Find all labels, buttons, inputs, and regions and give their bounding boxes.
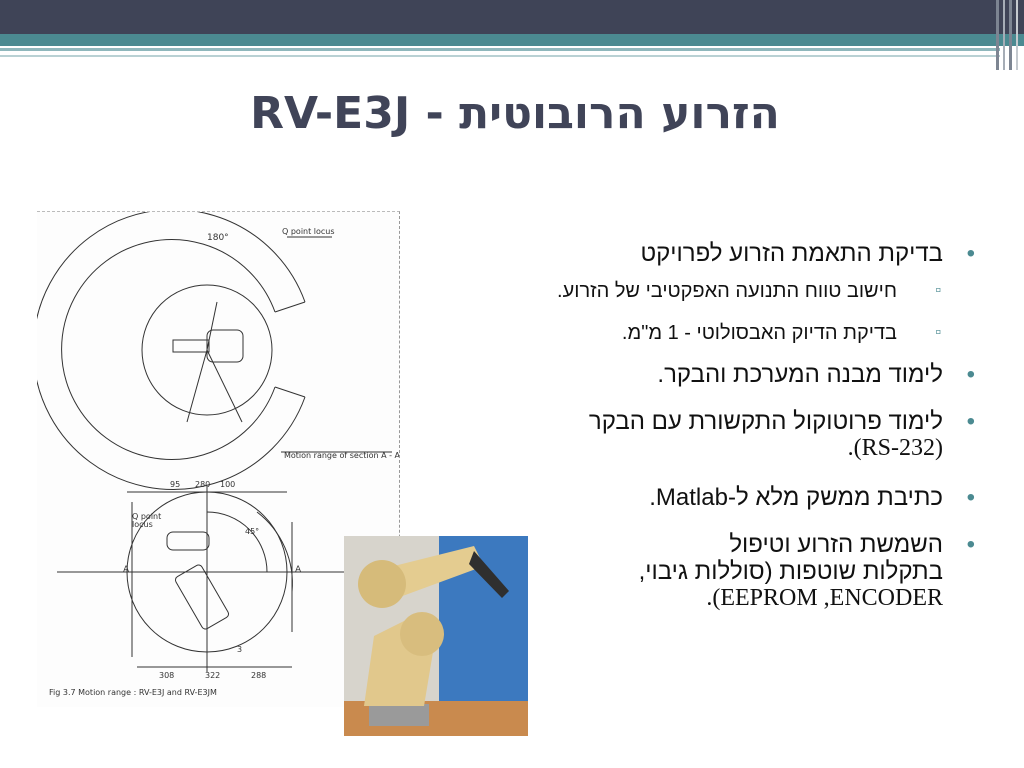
edge-decoration — [994, 0, 1024, 70]
dim-top-2: 280 — [195, 480, 210, 489]
dim-top-3: 100 — [220, 480, 235, 489]
label-45: 45° — [245, 527, 259, 536]
header-rule — [0, 48, 1000, 51]
label-a-left: A — [123, 565, 130, 575]
bullet-item: בדיקת התאמת הזרוע לפרויקט — [440, 240, 975, 267]
label-locus: Q point locus — [282, 227, 335, 236]
bullet-line: השמשת הזרוע וטיפול — [729, 531, 943, 558]
label-q-point: Q point — [132, 512, 161, 521]
slide-title: הזרוע הרובוטית - RV-E3J — [250, 88, 780, 139]
bullet-item: השמשת הזרוע וטיפול בתקלות שוטפות (סוללות… — [440, 531, 975, 612]
bullet-line: EEPROM ,ENCODER). — [706, 585, 943, 611]
label-180: 180° — [207, 233, 229, 243]
label-locus-2: locus — [132, 520, 153, 529]
sub-bullet-item: בדיקת הדיוק האבסולוטי - 1 מ"מ. — [440, 319, 975, 347]
dim-bottom-2: 322 — [205, 671, 220, 680]
label-a-right: A — [295, 565, 302, 575]
label-3: 3 — [237, 645, 242, 654]
bullet-line: בתקלות שוטפות (סוללות גיבוי, — [638, 558, 943, 585]
bullet-item: לימוד פרוטוקול התקשורת עם הבקר (RS-232). — [440, 408, 975, 462]
header-accent-bar — [0, 34, 1024, 46]
figure-caption: Fig 3.7 Motion range : RV-E3J and RV-E3J… — [49, 688, 217, 697]
header-rule-light — [0, 55, 1000, 57]
bullet-item: לימוד מבנה המערכת והבקר. — [440, 361, 975, 388]
header-bar — [0, 0, 1024, 34]
bullet-line: (RS-232). — [847, 435, 943, 461]
robot-arm-photo — [344, 536, 528, 736]
dim-bottom-3: 288 — [251, 671, 266, 680]
sub-bullet-item: חישוב טווח התנועה האפקטיבי של הזרוע. — [440, 277, 975, 305]
bullet-list: בדיקת התאמת הזרוע לפרויקט חישוב טווח התנ… — [440, 240, 975, 622]
dim-bottom-1: 308 — [159, 671, 174, 680]
dim-top-1: 95 — [170, 480, 180, 489]
label-motion-range: Motion range of section A - A — [284, 451, 399, 460]
bullet-item: כתיבת ממשק מלא ל-Matlab. — [440, 484, 975, 511]
bullet-line: לימוד פרוטוקול התקשורת עם הבקר — [588, 408, 943, 435]
